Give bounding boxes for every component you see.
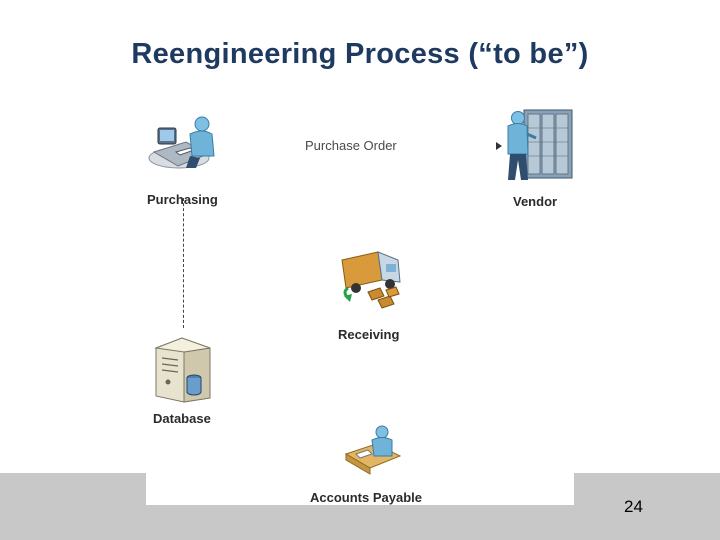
node-label-accounts-payable: Accounts Payable (310, 490, 422, 505)
desk-worker-icon (344, 425, 402, 475)
delivery-truck-icon (341, 251, 401, 309)
node-label-database: Database (153, 411, 211, 426)
node-label-vendor: Vendor (513, 194, 558, 209)
computer-worker-icon (148, 116, 215, 169)
diagram-canvas: Purchasing Purchase Order Vendor Receivi… (146, 100, 574, 505)
flow-label-purchase-order: Purchase Order (305, 138, 397, 153)
node-label-purchasing: Purchasing (147, 192, 218, 207)
connector-purchasing-database (183, 198, 184, 328)
server-rack-icon (496, 109, 573, 180)
slide-title: Reengineering Process (“to be”) (131, 38, 589, 70)
node-label-receiving: Receiving (338, 327, 400, 342)
page-number: 24 (624, 497, 643, 516)
database-server-icon (154, 337, 211, 403)
